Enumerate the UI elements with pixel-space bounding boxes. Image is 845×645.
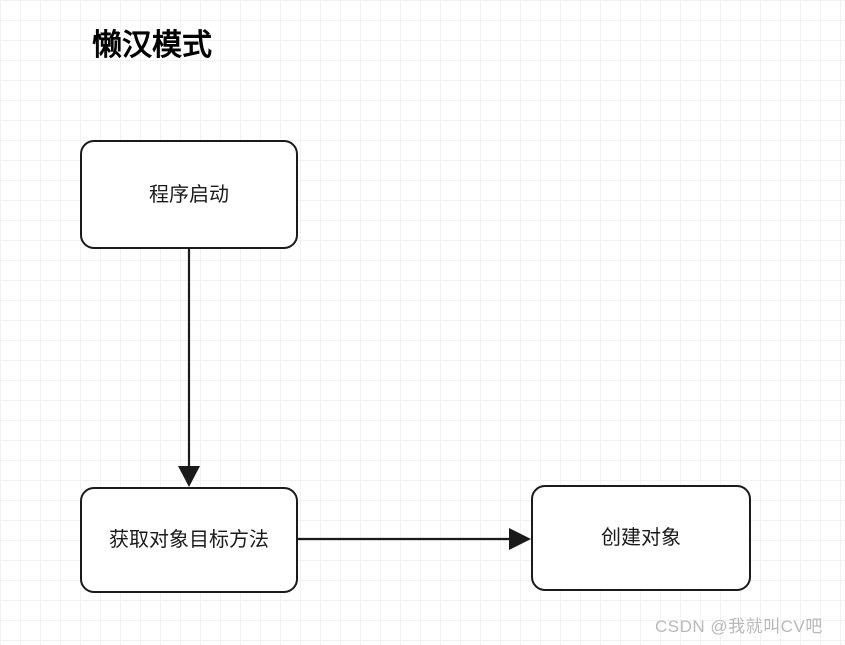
arrowhead-down-icon bbox=[178, 466, 200, 487]
node-create-object-label: 创建对象 bbox=[601, 527, 681, 549]
page-title: 懒汉模式 bbox=[92, 29, 212, 62]
watermark: CSDN @我就叫CV吧 bbox=[655, 617, 823, 636]
node-program-start[interactable]: 程序启动 bbox=[80, 140, 298, 249]
edge-program-start-to-get-method bbox=[178, 249, 200, 487]
node-get-method-label: 获取对象目标方法 bbox=[109, 529, 269, 551]
node-program-start-label: 程序启动 bbox=[149, 183, 229, 206]
arrowhead-right-icon bbox=[509, 528, 531, 550]
edge-get-method-to-create-object bbox=[298, 528, 531, 550]
node-create-object[interactable]: 创建对象 bbox=[531, 485, 751, 591]
node-get-method[interactable]: 获取对象目标方法 bbox=[80, 487, 298, 593]
